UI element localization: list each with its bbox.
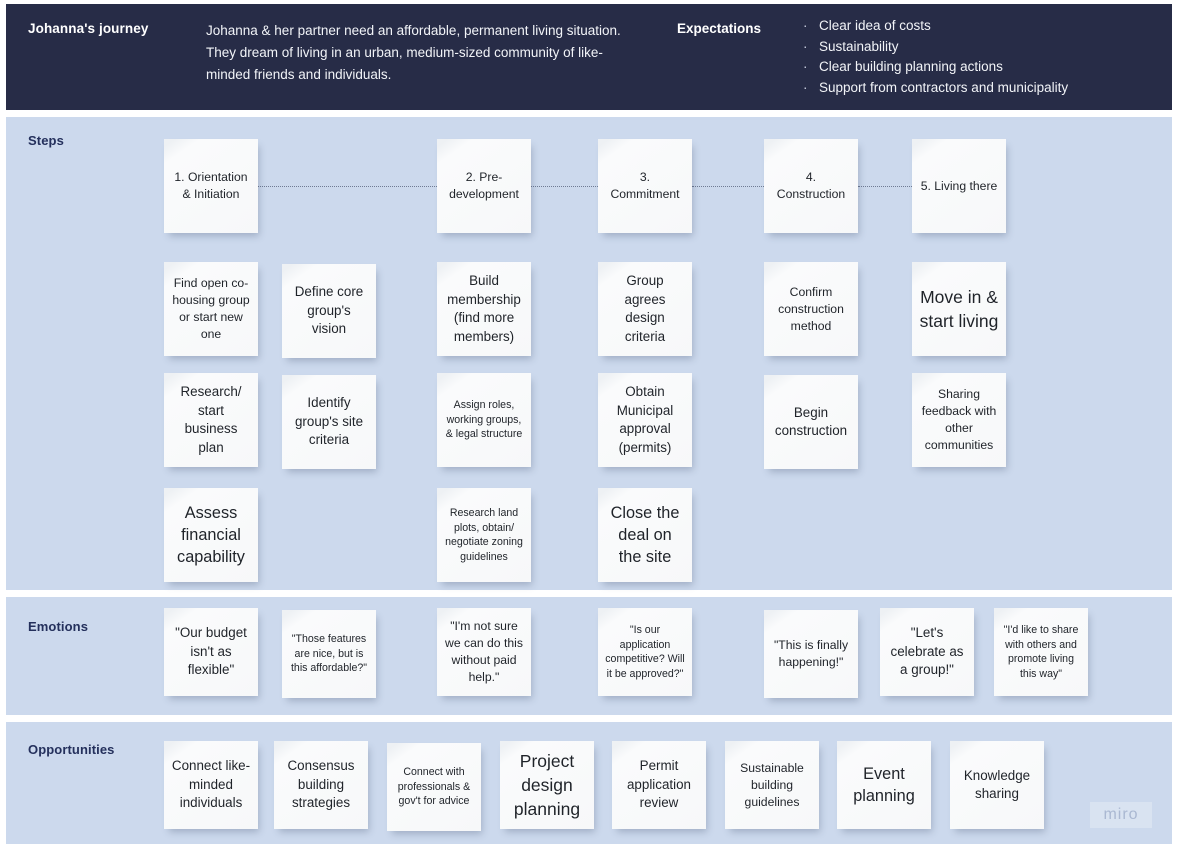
step-note-label: Research/ start business plan [180,384,242,455]
opportunity-note[interactable]: Knowledge sharing [950,741,1044,829]
emotion-note-label: "I'm not sure we can do this without pai… [445,619,523,684]
step-note-label: Sharing feedback with other communities [921,387,997,452]
opportunity-note[interactable]: Project design planning [500,741,594,829]
step-note-label: Move in & start living [919,287,999,331]
expectation-item: · Clear building planning actions [801,57,1068,78]
opportunity-note[interactable]: Connect like-minded individuals [164,741,258,829]
expectation-item: · Sustainability [801,37,1068,58]
phase-note-label: 3. Commitment [610,170,680,201]
lane-steps: Steps 1. Orientation & Initiation 2. Pre… [6,117,1172,590]
step-note[interactable]: Find open co-housing group or start new … [164,262,258,356]
persona-description: Johanna & her partner need an affordable… [206,23,621,82]
step-note-label: Group agrees design criteria [624,273,666,344]
step-note[interactable]: Define core group's vision [282,264,376,358]
phase-note[interactable]: 2. Pre-development [437,139,531,233]
step-note-label: Close the deal on the site [610,504,680,566]
persona-title: Johanna's journey [28,21,149,36]
step-note-label: Obtain Municipal approval (permits) [616,384,674,455]
opportunity-note-label: Sustainable building guidelines [740,760,804,809]
bullet-icon: · [803,79,808,95]
step-note[interactable]: Obtain Municipal approval (permits) [598,373,692,467]
phase-note-label: 4. Construction [776,170,846,201]
expectation-item: · Clear idea of costs [801,16,1068,37]
bullet-icon: · [803,59,808,74]
phase-connector [692,186,764,187]
step-note[interactable]: Move in & start living [912,262,1006,356]
expectation-label: Sustainability [819,38,899,54]
step-note[interactable]: Identify group's site criteria [282,375,376,469]
expectations-title: Expectations [677,21,762,36]
expectation-item: · Support from contractors and municipali… [801,78,1068,99]
opportunity-note-label: Project design planning [513,751,581,819]
emotion-note[interactable]: "This is finally happening!" [764,610,858,698]
step-note-label: Assess financial capability [177,504,245,566]
step-note[interactable]: Assess financial capability [164,488,258,582]
opportunity-note[interactable]: Consensus building strategies [274,741,368,829]
opportunity-note-label: Event planning [853,765,915,805]
opportunity-note[interactable]: Event planning [837,741,931,829]
bullet-icon: · [803,18,808,33]
emotion-note-label: "I'd like to share with others and promo… [1003,624,1079,680]
step-note-label: Confirm construction method [778,284,844,333]
emotion-note[interactable]: "I'd like to share with others and promo… [994,608,1088,696]
lane-title-steps: Steps [28,133,64,148]
bullet-icon: · [803,38,808,54]
emotion-note[interactable]: "Let's celebrate as a group!" [880,608,974,696]
opportunity-note[interactable]: Permit application review [612,741,706,829]
emotion-note[interactable]: "I'm not sure we can do this without pai… [437,608,531,696]
emotion-note[interactable]: "Is our application competitive? Will it… [598,608,692,696]
step-note[interactable]: Confirm construction method [764,262,858,356]
opportunity-note-label: Knowledge sharing [963,767,1031,802]
step-note-label: Identify group's site criteria [294,395,364,448]
step-note[interactable]: Research land plots, obtain/ negotiate z… [437,488,531,582]
emotion-note-label: "Let's celebrate as a group!" [890,625,964,678]
miro-watermark: miro [1090,802,1152,828]
expectation-label: Clear building planning actions [819,59,1003,74]
step-note-label: Begin construction [774,404,848,439]
lane-title-emotions: Emotions [28,619,89,634]
lane-title-opportunities: Opportunities [28,742,115,757]
emotion-note-label: "Our budget isn't as flexible" [175,625,247,678]
opportunity-note[interactable]: Connect with professionals & gov't for a… [387,743,481,831]
step-note[interactable]: Sharing feedback with other communities [912,373,1006,467]
phase-note[interactable]: 1. Orientation & Initiation [164,139,258,233]
step-note-label: Build membership (find more members) [447,273,521,344]
step-note-label: Find open co-housing group or start new … [172,276,250,341]
emotion-note[interactable]: "Our budget isn't as flexible" [164,608,258,696]
phase-note[interactable]: 4. Construction [764,139,858,233]
emotion-note-label: "This is finally happening!" [773,638,849,669]
phase-note-label: 2. Pre-development [449,170,519,201]
step-note[interactable]: Group agrees design criteria [598,262,692,356]
step-note[interactable]: Research/ start business plan [164,373,258,467]
phase-note-label: 1. Orientation & Initiation [174,170,248,201]
expectation-label: Clear idea of costs [819,18,931,33]
opportunity-note-label: Connect with professionals & gov't for a… [397,766,471,808]
step-note-label: Research land plots, obtain/ negotiate z… [445,507,523,563]
opportunity-note-label: Consensus building strategies [287,758,355,811]
emotion-note-label: "Those features are nice, but is this af… [290,633,367,675]
phase-note-label: 5. Living there [920,178,998,193]
opportunity-note-label: Connect like-minded individuals [171,758,251,811]
phase-connector [531,186,598,187]
emotion-note[interactable]: "Those features are nice, but is this af… [282,610,376,698]
step-note-label: Define core group's vision [294,284,364,337]
phase-note[interactable]: 5. Living there [912,139,1006,233]
emotion-note-label: "Is our application competitive? Will it… [605,624,685,680]
lane-opportunities: Opportunities Connect like-minded indivi… [6,722,1172,844]
persona-header: Johanna's journey Johanna & her partner … [6,4,1172,110]
expectation-label: Support from contractors and municipalit… [819,79,1069,95]
step-note[interactable]: Assign roles, working groups, & legal st… [437,373,531,467]
lane-emotions: Emotions "Our budget isn't as flexible" … [6,597,1172,715]
step-note[interactable]: Close the deal on the site [598,488,692,582]
step-note-label: Assign roles, working groups, & legal st… [445,399,523,441]
step-note[interactable]: Begin construction [764,375,858,469]
phase-connector [258,186,437,187]
opportunity-note[interactable]: Sustainable building guidelines [725,741,819,829]
phase-connector [858,186,912,187]
opportunity-note-label: Permit application review [626,758,692,811]
expectations-list: · Clear idea of costs · Sustainability · Cl… [801,16,1068,98]
step-note[interactable]: Build membership (find more members) [437,262,531,356]
phase-note[interactable]: 3. Commitment [598,139,692,233]
